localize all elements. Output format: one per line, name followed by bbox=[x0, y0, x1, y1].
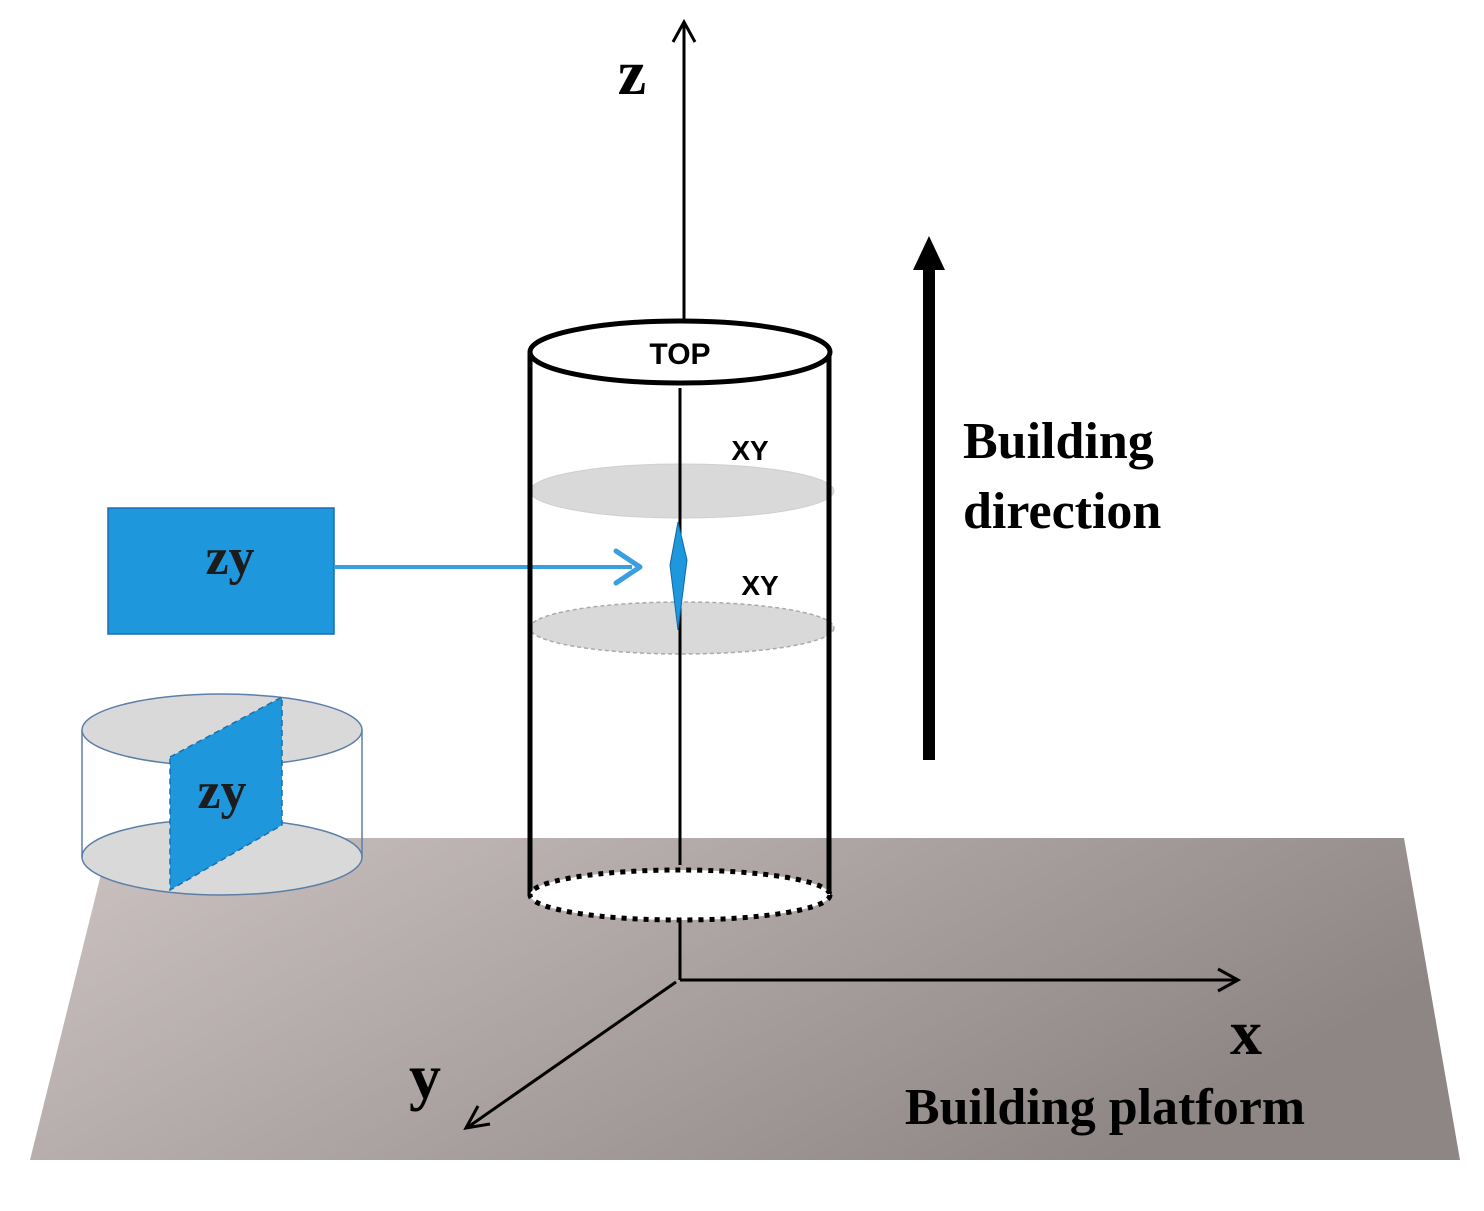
cylinder-base bbox=[527, 867, 833, 923]
zy-reference-cylinder: zy bbox=[81, 693, 363, 896]
zy-box-label: zy bbox=[205, 529, 254, 586]
y-axis-label: y bbox=[409, 1041, 441, 1112]
building-platform-label: Building platform bbox=[905, 1079, 1305, 1136]
main-cylinder: TOP bbox=[527, 318, 835, 923]
zy-plane-label: zy bbox=[197, 763, 246, 820]
zy-pointer-arrowhead bbox=[613, 548, 643, 586]
xy-label-upper: XY bbox=[731, 435, 769, 466]
z-axis-arrowhead bbox=[671, 18, 697, 43]
x-axis-label: x bbox=[1230, 997, 1262, 1068]
building-direction-label-line2: direction bbox=[963, 483, 1161, 540]
zy-box bbox=[107, 507, 335, 635]
y-axis-arrowhead bbox=[463, 1105, 491, 1130]
cylinder-top bbox=[527, 318, 833, 386]
xy-label-lower: XY bbox=[741, 570, 779, 601]
x-axis-arrowhead bbox=[1217, 967, 1242, 993]
xy-section-upper bbox=[529, 463, 835, 519]
z-axis-label: z bbox=[618, 37, 646, 108]
building-direction-arrowhead bbox=[913, 236, 945, 270]
building-platform bbox=[30, 838, 1460, 1160]
y-axis bbox=[467, 980, 677, 1129]
zy-sliver bbox=[669, 521, 688, 631]
xy-section-lower bbox=[529, 601, 835, 655]
building-direction-label-line1: Building bbox=[963, 413, 1154, 470]
zy-plane bbox=[169, 695, 283, 892]
top-label: TOP bbox=[649, 338, 710, 371]
